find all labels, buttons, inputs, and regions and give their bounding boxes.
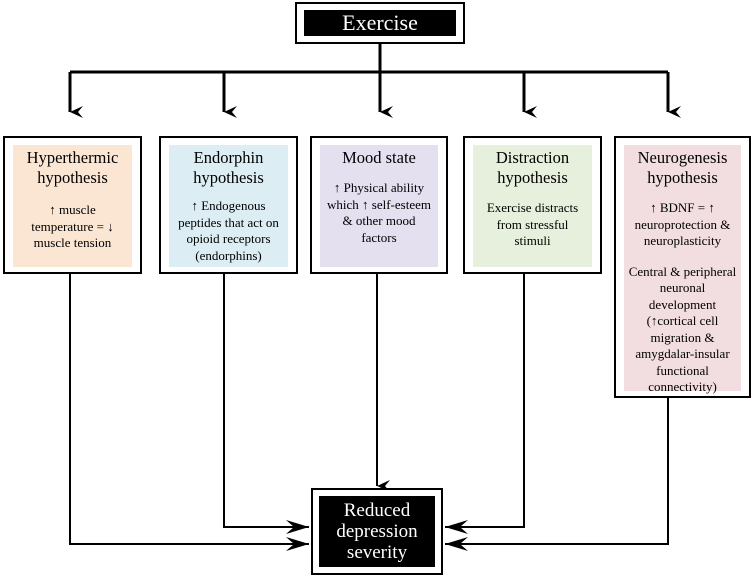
exercise-label: Exercise [304, 10, 456, 36]
hyperthermic-node: Hyperthermic hypothesis ↑ muscle tempera… [3, 136, 142, 274]
line-endorphin-outcome [223, 274, 309, 534]
distraction-description: Exercise distracts from stressful stimul… [486, 200, 579, 248]
endorphin-title: Endorphin hypothesis [193, 148, 264, 187]
mood-state-description: ↑ Physical ability which ↑ self-esteem &… [327, 180, 431, 245]
hyperthermic-description: ↑ muscle temperature = ↓ muscle tension [31, 202, 114, 250]
neurogenesis-panel: Neurogenesis hypothesis ↑ BDNF = ↑ neuro… [624, 145, 741, 394]
mood-state-panel: Mood state ↑ Physical ability which ↑ se… [320, 145, 438, 267]
outcome-node: Reduced depression severity [311, 488, 443, 575]
distraction-title: Distraction hypothesis [495, 148, 570, 187]
endorphin-description: ↑ Endogenous peptides that act on opioid… [178, 198, 279, 263]
neurogenesis-description: ↑ BDNF = ↑ neuroprotection & neuroplasti… [634, 200, 731, 248]
mood-state-title: Mood state [342, 148, 416, 167]
hyperthermic-panel: Hyperthermic hypothesis ↑ muscle tempera… [13, 145, 132, 267]
line-hyperthermic-outcome [69, 274, 309, 551]
distraction-panel: Distraction hypothesis Exercise distract… [473, 145, 592, 267]
distraction-node: Distraction hypothesis Exercise distract… [463, 136, 602, 274]
endorphin-node: Endorphin hypothesis ↑ Endogenous peptid… [159, 136, 298, 274]
endorphin-panel: Endorphin hypothesis ↑ Endogenous peptid… [169, 145, 288, 267]
outcome-label: Reduced depression severity [319, 496, 435, 567]
line-neurogenesis-outcome [445, 398, 669, 551]
neurogenesis-description-2: Central & peripheral neuronal developmen… [628, 263, 737, 395]
hyperthermic-title: Hyperthermic hypothesis [26, 148, 119, 187]
line-distraction-outcome [445, 274, 525, 534]
exercise-node: Exercise [295, 2, 465, 44]
neurogenesis-node: Neurogenesis hypothesis ↑ BDNF = ↑ neuro… [614, 136, 751, 398]
mood-state-node: Mood state ↑ Physical ability which ↑ se… [310, 136, 448, 274]
neurogenesis-title: Neurogenesis hypothesis [637, 148, 728, 187]
